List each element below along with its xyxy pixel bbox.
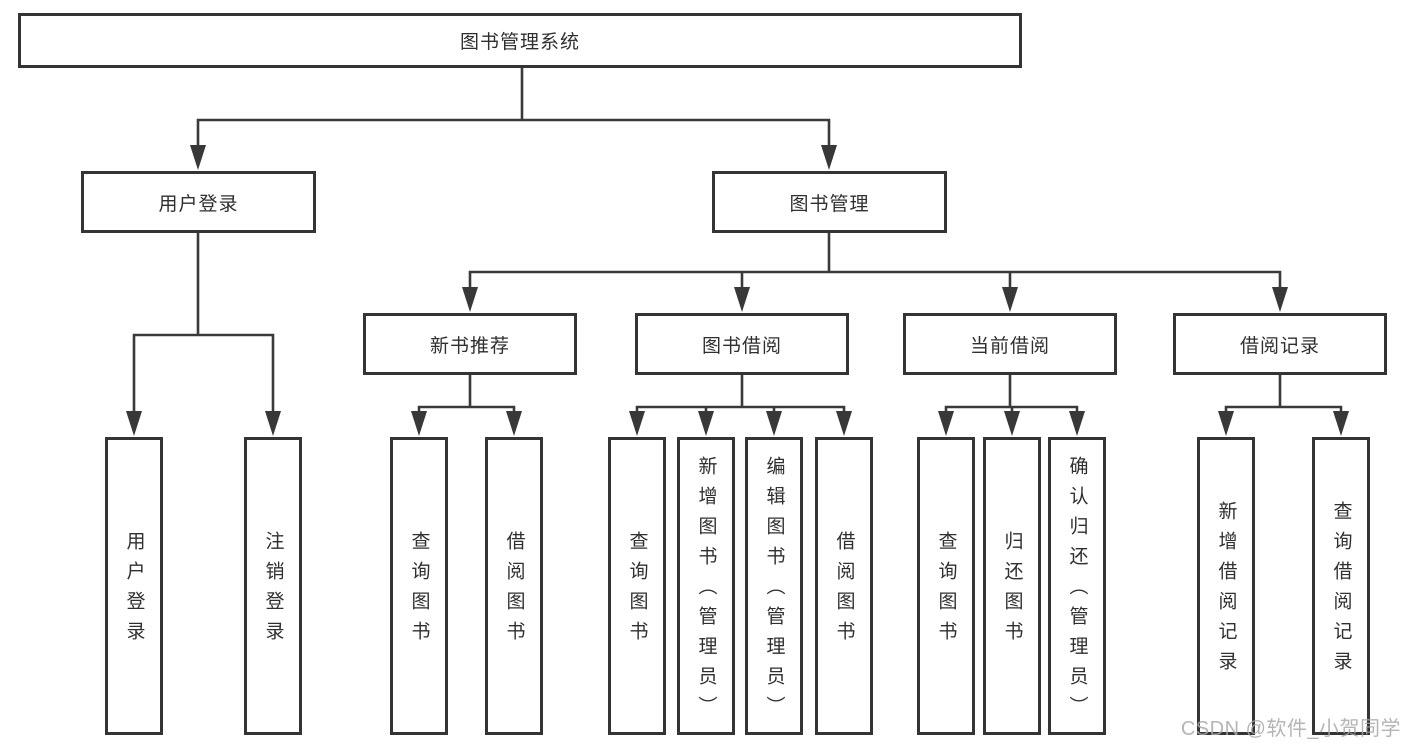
node-current-borrow: 当前借阅 [903, 313, 1117, 375]
arrowhead-icon [190, 145, 206, 170]
node-label: 当前借阅 [969, 335, 1050, 357]
node-label: 查询图书 [626, 531, 648, 651]
arrowhead-icon [1218, 411, 1234, 436]
node-user-login: 用户登录 [81, 171, 316, 233]
arrowhead-icon [462, 287, 478, 312]
arrowhead-icon [265, 411, 281, 436]
connector-root-to-level2 [190, 68, 837, 170]
node-label: 归还图书 [1001, 531, 1023, 651]
arrowhead-icon [126, 411, 142, 436]
arrowhead-icon [836, 411, 852, 436]
node-label: 查询借阅记录 [1330, 501, 1352, 681]
arrowhead-icon [506, 411, 522, 436]
connector-book-borrow-to-leaves [629, 375, 852, 436]
node-label: 新增图书（管理员） [695, 456, 717, 726]
arrowhead-icon [1002, 287, 1018, 312]
node-leaf-query-books-2: 查询图书 [608, 437, 666, 735]
node-label: 注销登录 [262, 531, 284, 651]
node-label: 新增借阅记录 [1215, 501, 1237, 681]
connector-new-book-rec-to-leaves [411, 375, 522, 436]
node-label: 新书推荐 [429, 335, 510, 357]
connector-borrow-record-to-leaves [1218, 375, 1349, 436]
connector-line [635, 405, 846, 414]
node-label: 查询图书 [408, 531, 430, 651]
node-leaf-query-books-3: 查询图书 [917, 437, 975, 735]
connector-line [417, 405, 516, 414]
node-root-library-system: 图书管理系统 [18, 13, 1022, 68]
connector-line [196, 118, 831, 148]
connector-book-mgmt-to-level3 [462, 233, 1288, 312]
node-leaf-return-book: 归还图书 [983, 437, 1041, 735]
node-leaf-edit-book-admin: 编辑图书（管理员） [745, 437, 803, 735]
node-leaf-query-books-1: 查询图书 [390, 437, 448, 735]
node-label: 图书管理系统 [459, 32, 580, 53]
node-label: 借阅图书 [503, 531, 525, 651]
arrowhead-icon [1272, 287, 1288, 312]
node-borrow-record: 借阅记录 [1173, 313, 1387, 375]
node-label: 图书借阅 [701, 335, 782, 357]
node-leaf-query-borrow-record: 查询借阅记录 [1312, 437, 1370, 735]
node-label: 用户登录 [123, 531, 145, 651]
arrowhead-icon [1069, 411, 1085, 436]
node-leaf-logout: 注销登录 [244, 437, 302, 735]
arrowhead-icon [821, 145, 837, 170]
node-book-borrow: 图书借阅 [635, 313, 849, 375]
arrowhead-icon [411, 411, 427, 436]
connector-user-login-to-leaves [126, 233, 281, 436]
connector-line [132, 333, 275, 413]
node-leaf-borrow-books-2: 借阅图书 [815, 437, 873, 735]
arrowhead-icon [1333, 411, 1349, 436]
node-leaf-borrow-books-1: 借阅图书 [485, 437, 543, 735]
node-label: 图书管理 [789, 193, 870, 215]
node-label: 借阅记录 [1239, 335, 1320, 357]
node-label: 编辑图书（管理员） [763, 456, 785, 726]
arrowhead-icon [1004, 411, 1020, 436]
node-label: 查询图书 [935, 531, 957, 651]
node-label: 借阅图书 [833, 531, 855, 651]
node-book-management: 图书管理 [712, 171, 947, 233]
arrowhead-icon [734, 287, 750, 312]
node-leaf-confirm-return-admin: 确认归还（管理员） [1048, 437, 1106, 735]
node-leaf-add-borrow-record: 新增借阅记录 [1197, 437, 1255, 735]
arrowhead-icon [629, 411, 645, 436]
node-leaf-user-login: 用户登录 [105, 437, 163, 735]
arrowhead-icon [698, 411, 714, 436]
node-label: 确认归还（管理员） [1066, 456, 1088, 726]
arrowhead-icon [766, 411, 782, 436]
connector-current-borrow-to-leaves [938, 375, 1085, 436]
node-label: 用户登录 [158, 193, 239, 215]
node-new-book-recommend: 新书推荐 [363, 313, 577, 375]
connector-line [468, 270, 1282, 289]
connector-line [1224, 405, 1343, 414]
arrowhead-icon [938, 411, 954, 436]
node-leaf-add-book-admin: 新增图书（管理员） [677, 437, 735, 735]
